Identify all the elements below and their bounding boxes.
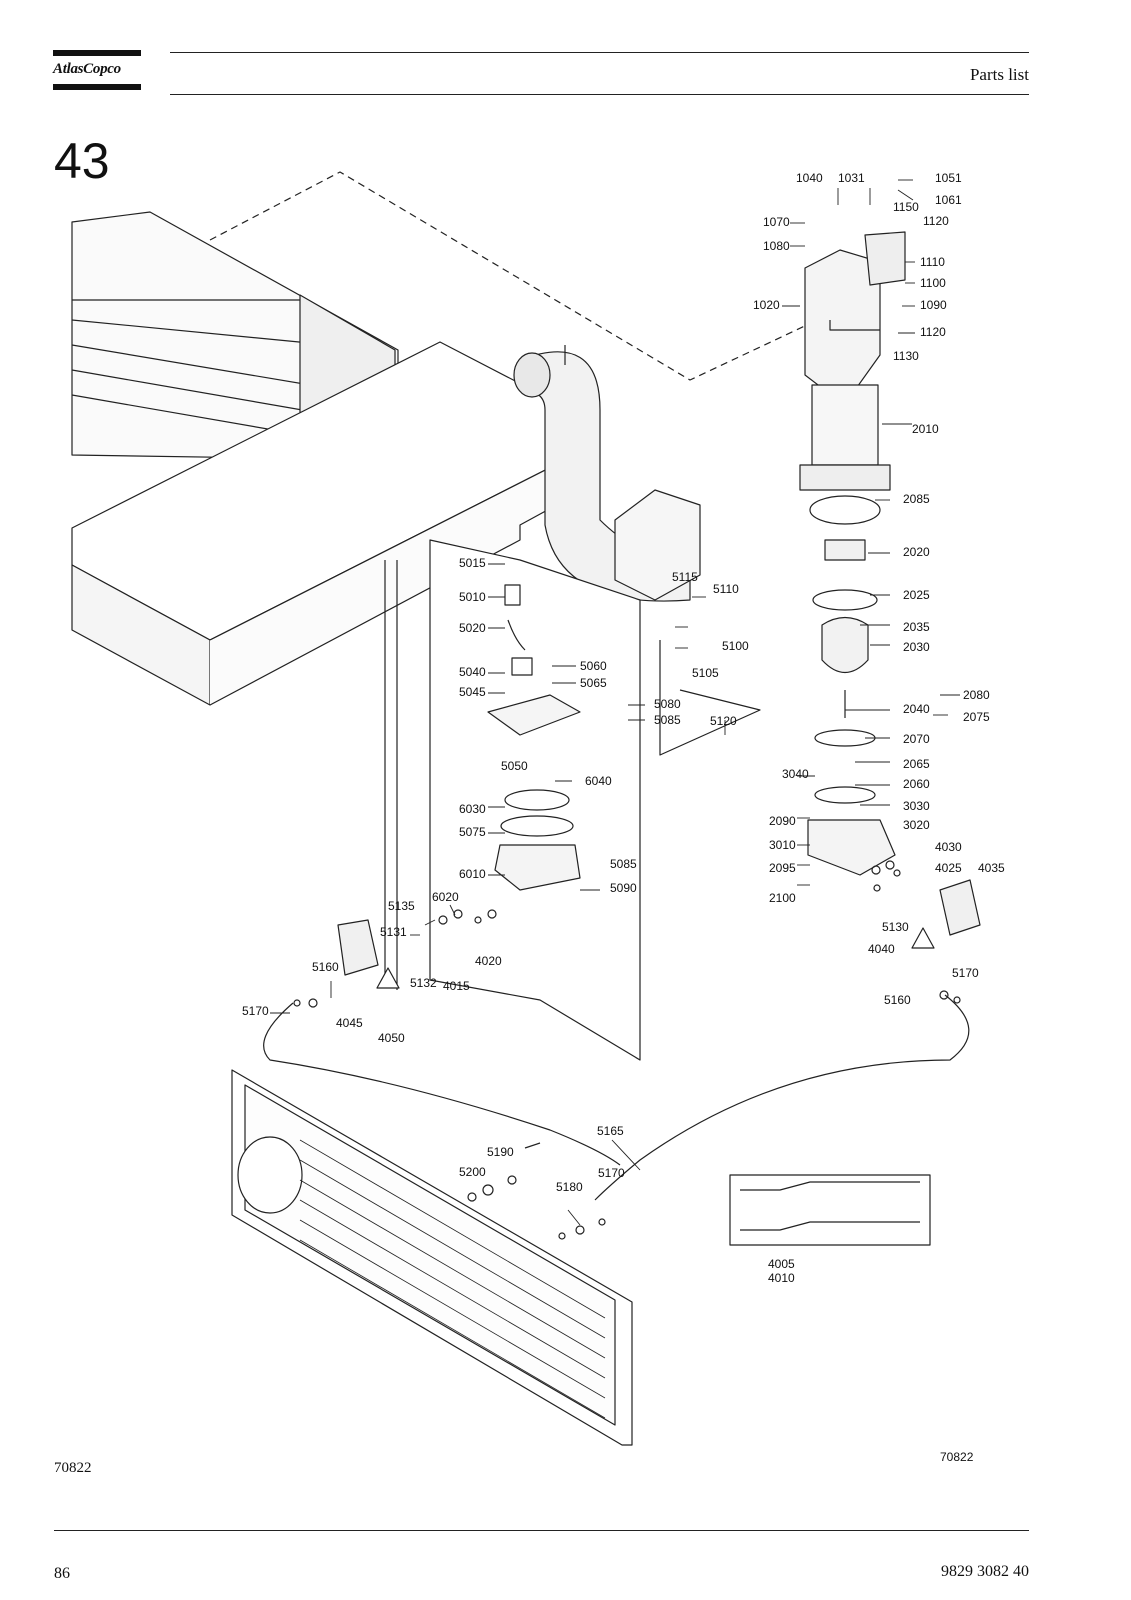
callout-1020: 1020 [753,298,780,312]
callout-2060: 2060 [903,777,930,791]
callout-6020: 6020 [432,890,459,904]
callout-5010: 5010 [459,590,486,604]
callout-4020: 4020 [475,954,502,968]
callout-2095: 2095 [769,861,796,875]
callout-4030: 4030 [935,840,962,854]
callout-1070: 1070 [763,215,790,229]
callout-2040: 2040 [903,702,930,716]
callout-5120: 5120 [710,714,737,728]
callout-5165: 5165 [597,1124,624,1138]
header-rule-bottom [170,94,1029,95]
callout-5132: 5132 [410,976,437,990]
callout-2065: 2065 [903,757,930,771]
callout-3020: 3020 [903,818,930,832]
callout-5085-upper: 5085 [654,713,681,727]
callout-5020: 5020 [459,621,486,635]
callout-6010: 6010 [459,867,486,881]
callout-3040: 3040 [782,767,809,781]
callout-5015: 5015 [459,556,486,570]
callout-5045: 5045 [459,685,486,699]
callout-3010: 3010 [769,838,796,852]
callout-1100: 1100 [920,276,946,290]
logo-bar-bottom [53,84,141,90]
callout-3030: 3030 [903,799,930,813]
callout-2075: 2075 [963,710,990,724]
callout-5085-lower: 5085 [610,857,637,871]
callout-1031: 1031 [838,171,865,185]
callout-4045: 4045 [336,1016,363,1030]
callout-4035: 4035 [978,861,1005,875]
callout-2035: 2035 [903,620,930,634]
callout-1110: 1110 [920,255,945,269]
callout-4050: 4050 [378,1031,405,1045]
callout-5200: 5200 [459,1165,486,1179]
figure-id-left: 70822 [54,1460,92,1476]
callout-5180: 5180 [556,1180,583,1194]
section-number: 43 [54,133,110,189]
callout-1130: 1130 [893,349,919,363]
header-title: Parts list [969,65,1029,84]
callout-2080: 2080 [963,688,990,702]
callout-5105: 5105 [692,666,719,680]
callout-5115: 5115 [672,570,698,584]
callout-4040: 4040 [868,942,895,956]
callout-5170-right: 5170 [952,966,979,980]
callout-1150: 1150 [893,200,919,214]
callout-1090: 1090 [920,298,947,312]
callout-2025: 2025 [903,588,930,602]
document-number: 9829 3082 40 [941,1563,1029,1580]
callout-5110: 5110 [713,582,739,596]
callout-1120: 1120 [923,214,949,228]
callout-5050: 5050 [501,759,528,773]
callout-5130: 5130 [882,920,909,934]
callout-5135: 5135 [388,899,415,913]
page-number: 86 [54,1565,70,1582]
callout-4005: 4005 [768,1257,795,1271]
callout-1040: 1040 [796,171,823,185]
callout-6040: 6040 [585,774,612,788]
callout-4025: 4025 [935,861,962,875]
callout-5170-center: 5170 [598,1166,625,1180]
callout-1080: 1080 [763,239,790,253]
callout-1051: 1051 [935,171,962,185]
callout-2030: 2030 [903,640,930,654]
header-rule-top [170,52,1029,53]
callout-5075: 5075 [459,825,486,839]
callout-5160-left: 5160 [312,960,339,974]
callout-2085: 2085 [903,492,930,506]
callout-5131: 5131 [380,925,407,939]
figure-id-right: 70822 [940,1450,974,1464]
callout-2090: 2090 [769,814,796,828]
callout-2020: 2020 [903,545,930,559]
callout-5065: 5065 [580,676,607,690]
callout-1120-b: 1120 [920,325,946,339]
callout-2010: 2010 [912,422,939,436]
callout-5080: 5080 [654,697,681,711]
callout-2100: 2100 [769,891,796,905]
footer-rule [54,1530,1029,1531]
callout-5060: 5060 [580,659,607,673]
callout-5160-right: 5160 [884,993,911,1007]
atlas-copco-logo: AtlasCopco [53,61,121,77]
callout-6030: 6030 [459,802,486,816]
callout-5090: 5090 [610,881,637,895]
callout-5100: 5100 [722,639,749,653]
callout-5170-left: 5170 [242,1004,269,1018]
logo-bar-top [53,50,141,56]
callout-5040: 5040 [459,665,486,679]
callout-4010: 4010 [768,1271,795,1285]
callout-2070: 2070 [903,732,930,746]
callout-1061: 1061 [935,193,962,207]
callout-5190: 5190 [487,1145,514,1159]
callout-4015: 4015 [443,979,470,993]
